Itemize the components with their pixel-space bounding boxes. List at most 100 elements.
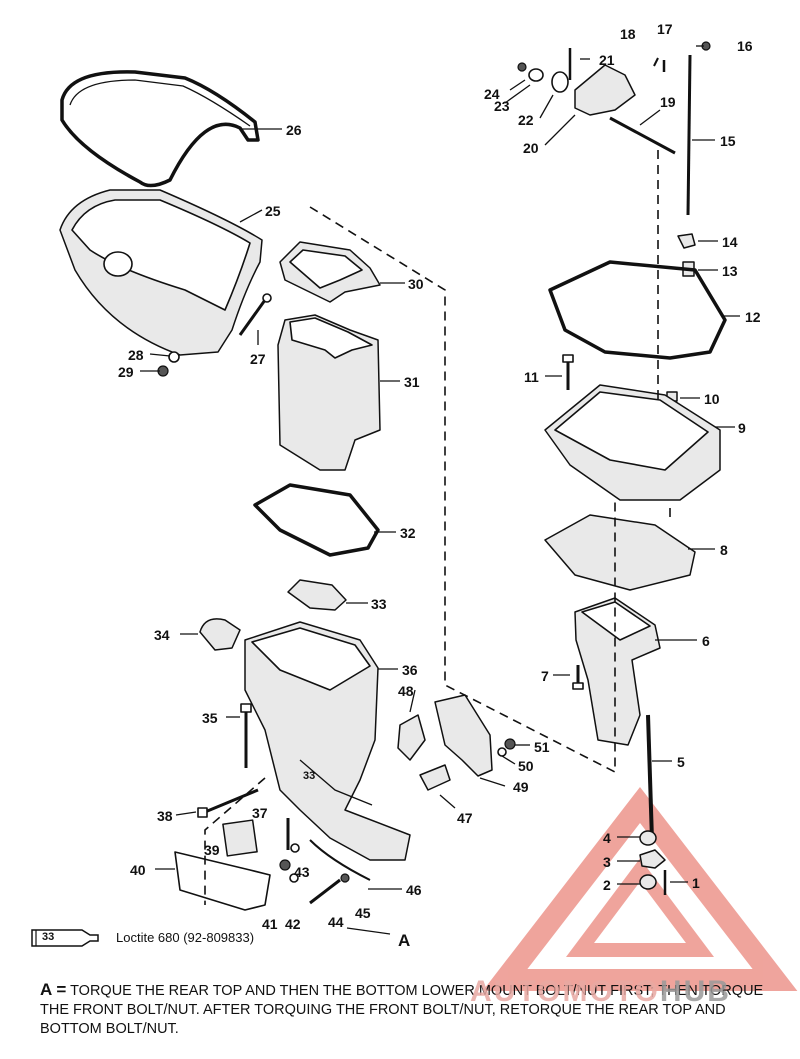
- part-2-bushing: [639, 874, 657, 890]
- callout-43: 43: [294, 864, 310, 880]
- callout-51: 51: [534, 739, 550, 755]
- part-36-driveshaft-housing: [244, 621, 411, 861]
- part-15-shift-rod: [686, 54, 692, 216]
- callout-35: 35: [202, 710, 218, 726]
- part-41-nut: [279, 859, 291, 871]
- part-34-cap: [199, 618, 241, 651]
- part-51-nut: [504, 738, 516, 750]
- part-47-block: [419, 764, 451, 791]
- part-43-washer: [290, 843, 300, 853]
- part-4-bushing: [639, 830, 657, 846]
- watermark-text-a: AUTOMOTO: [470, 975, 660, 1008]
- part-40-cover: [174, 851, 271, 911]
- part-42-washer: [289, 873, 299, 883]
- part-50-washer: [497, 747, 507, 757]
- watermark-text: AUTOMOTOHUB: [470, 975, 731, 1009]
- part-44-bolt: [309, 878, 341, 905]
- callout-45: 45: [355, 905, 371, 921]
- part-39-mount: [222, 819, 258, 857]
- loctite-tube-label: 33: [42, 931, 55, 943]
- part-20-coupler: [574, 64, 636, 116]
- callout-21: 21: [599, 52, 615, 68]
- callout-22: 22: [518, 112, 534, 128]
- part-28-washer: [168, 351, 180, 363]
- part-9-adapter-plate: [544, 384, 721, 501]
- part-5-stud: [646, 714, 654, 841]
- callout-33: 33: [371, 596, 387, 612]
- detail-label-a: A: [398, 931, 411, 950]
- callout-27: 27: [250, 351, 266, 367]
- part-31-air-box: [277, 314, 381, 471]
- callout-11: 11: [524, 369, 539, 385]
- part-45-washer: [340, 873, 350, 883]
- callout-36: 36: [402, 662, 418, 678]
- part-24-nut: [517, 62, 527, 72]
- note-key: A =: [40, 980, 67, 999]
- callout-4: 4: [603, 830, 611, 846]
- part-32-gasket: [253, 483, 380, 557]
- part-8-gasket: [544, 514, 696, 591]
- callout-23: 23: [494, 98, 510, 114]
- callout-15: 15: [720, 133, 736, 149]
- callout-49: 49: [513, 779, 529, 795]
- callout-12: 12: [745, 309, 761, 325]
- part-3-clamp: [639, 849, 666, 869]
- callout-2: 2: [603, 877, 611, 893]
- callout-47: 47: [457, 810, 473, 826]
- part-7-bolt: [572, 665, 584, 690]
- legend-text: Loctite 680 (92-809833): [116, 930, 255, 945]
- callout-32: 32: [400, 525, 416, 541]
- callout-46: 46: [406, 882, 422, 898]
- callout-40: 40: [130, 862, 146, 878]
- part-48-mount: [397, 714, 426, 761]
- part-6-exhaust-tube: [574, 597, 661, 746]
- assembly-dashed-lines: [204, 150, 671, 905]
- part-19-bolt: [609, 116, 676, 155]
- callout-3: 3: [603, 854, 611, 870]
- callout-31: 31: [404, 374, 420, 390]
- callout-38: 38: [157, 808, 173, 824]
- leader-lines: [140, 45, 740, 935]
- callout-14: 14: [722, 234, 738, 250]
- callout-33-on-housing: 33: [303, 770, 316, 782]
- callout-7: 7: [541, 668, 549, 684]
- callout-50: 50: [518, 758, 534, 774]
- callout-20: 20: [523, 140, 539, 156]
- part-49-bracket: [434, 694, 493, 777]
- callout-17: 17: [657, 21, 673, 37]
- part-27-bolt: [238, 293, 272, 336]
- callout-41: 41: [262, 916, 278, 932]
- callout-30: 30: [408, 276, 424, 292]
- part-11-bolt: [562, 354, 574, 390]
- callout-24: 24: [484, 86, 500, 102]
- loctite-tube-icon: [31, 929, 99, 947]
- part-38-bolt: [197, 788, 259, 818]
- part-18-pin: [653, 57, 659, 67]
- callout-44: 44: [328, 914, 344, 930]
- callout-39: 39: [204, 842, 220, 858]
- part-46-ground-strap: [309, 839, 371, 881]
- part-25-top-cowl: [59, 189, 263, 356]
- callout-28: 28: [128, 347, 144, 363]
- callout-9: 9: [738, 420, 746, 436]
- callout-5: 5: [677, 754, 685, 770]
- callout-16: 16: [737, 38, 753, 54]
- part-22-bushing: [551, 71, 569, 93]
- callout-8: 8: [720, 542, 728, 558]
- part-26-seal: [60, 70, 260, 188]
- part-12-seal: [548, 260, 727, 360]
- callout-34: 34: [154, 627, 170, 643]
- callout-37: 37: [252, 805, 268, 821]
- part-23-washer: [528, 68, 544, 82]
- part-35-bolt: [240, 703, 252, 768]
- callout-13: 13: [722, 263, 738, 279]
- callout-26: 26: [286, 122, 302, 138]
- part-33-seal: [287, 579, 347, 611]
- callout-42: 42: [285, 916, 301, 932]
- callout-10: 10: [704, 391, 720, 407]
- part-14-grommet: [677, 233, 696, 249]
- watermark-logo: [482, 786, 798, 991]
- note-text: TORQUE THE REAR TOP AND THEN THE BOTTOM …: [40, 983, 764, 1037]
- callout-25: 25: [265, 203, 281, 219]
